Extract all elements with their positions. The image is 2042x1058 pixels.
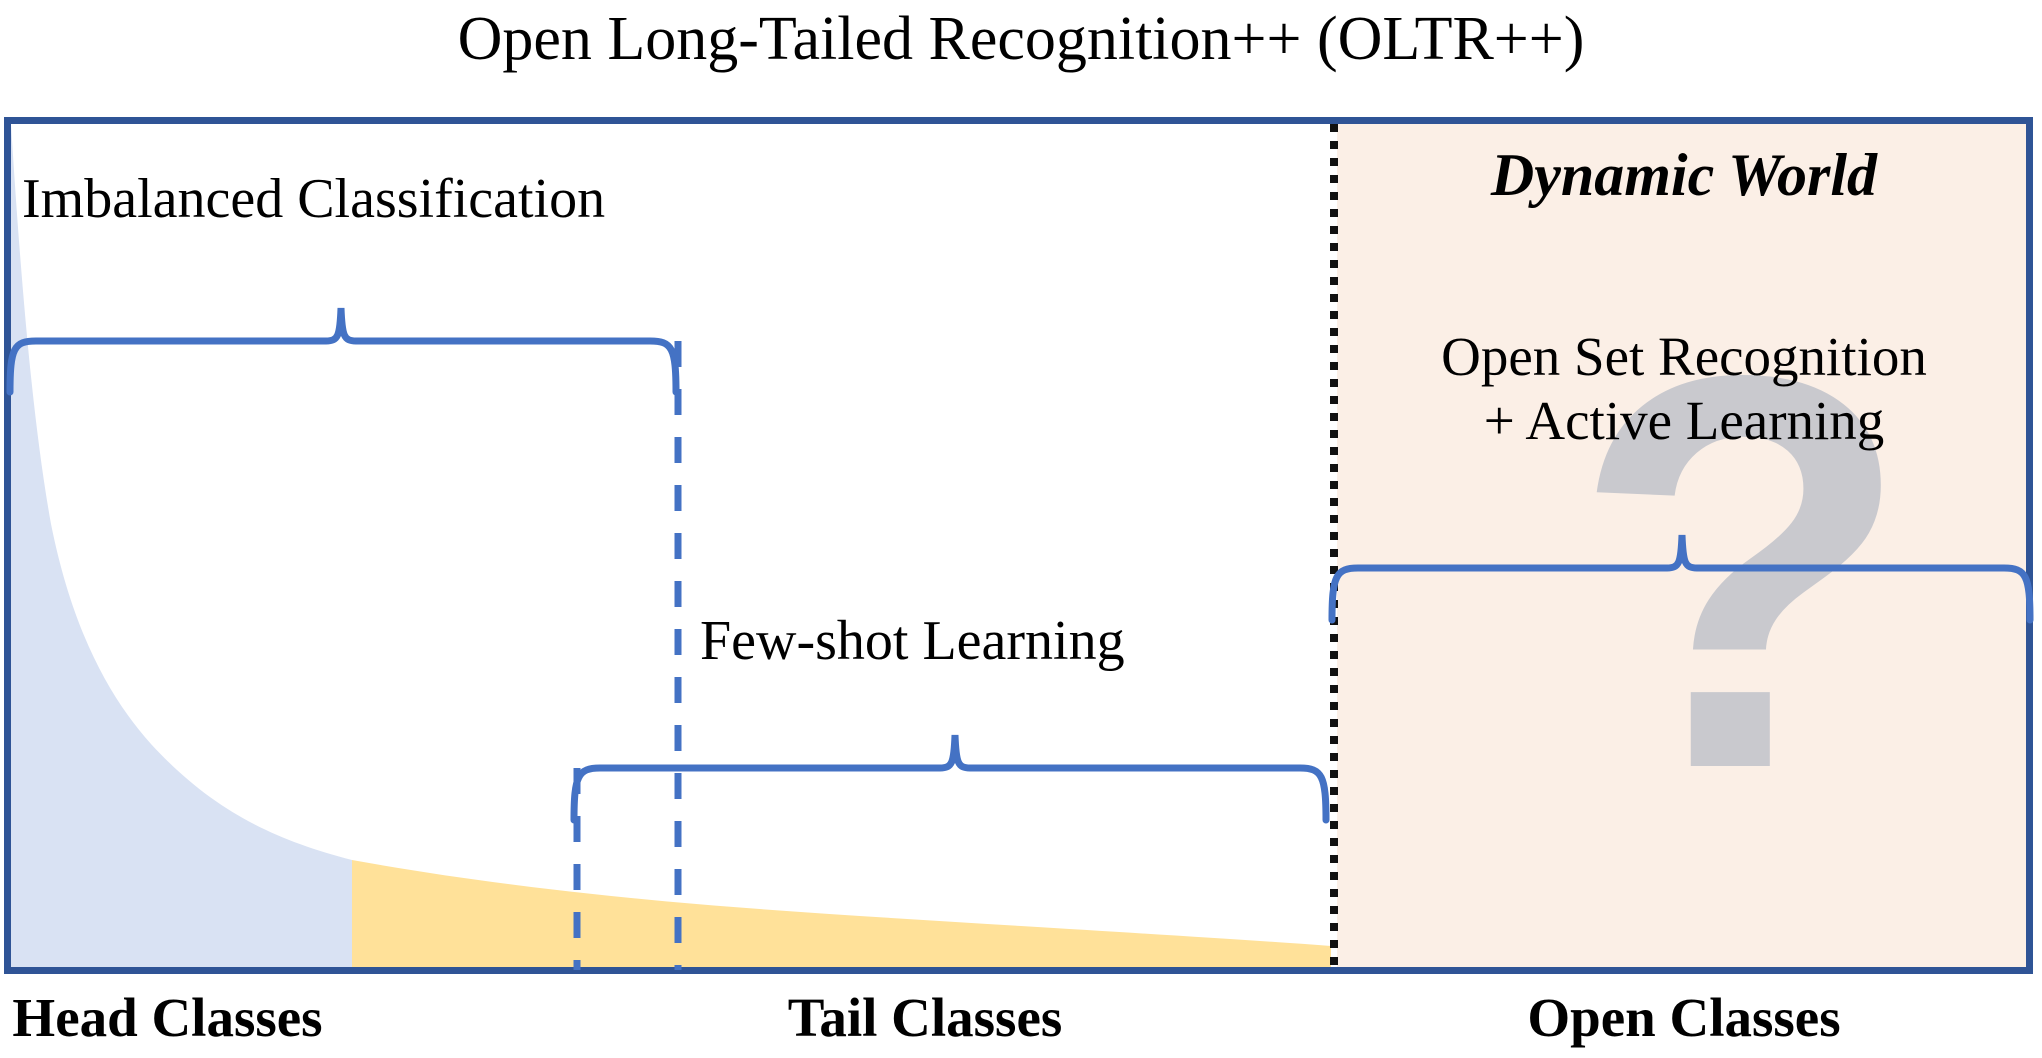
tail-classes-area [352,860,1331,967]
open-set-dotted-divider [1330,124,1338,967]
diagram-frame: ? [4,117,2033,974]
imbalanced-classification-label: Imbalanced Classification [22,168,606,230]
open-set-recognition-label: Open Set Recognition + Active Learning [1334,325,2034,453]
few-shot-learning-label: Few-shot Learning [700,610,1125,672]
axis-label-tail-classes: Tail Classes [787,987,1063,1048]
page-title: Open Long-Tailed Recognition++ (OLTR++) [457,5,1585,73]
axis-label-head-classes: Head Classes [12,987,323,1048]
open-set-recognition-line-1: Open Set Recognition [1441,326,1927,387]
head-classes-area [11,124,352,967]
dynamic-world-label: Dynamic World [1490,142,1878,208]
open-set-recognition-line-2: + Active Learning [1483,390,1885,451]
axis-label-open-classes: Open Classes [1527,987,1841,1048]
long-tail-distribution-curve [11,124,1331,967]
